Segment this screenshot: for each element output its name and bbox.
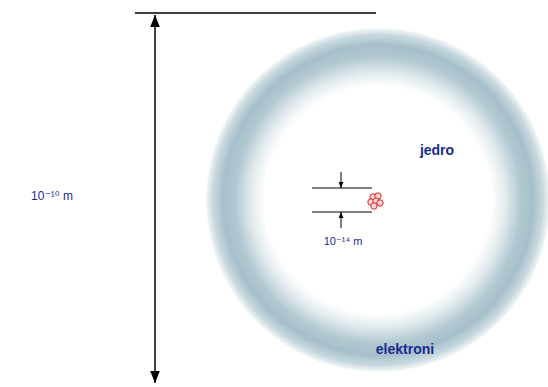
part-name: jedro xyxy=(420,142,454,158)
top-reference-line xyxy=(135,12,376,14)
dimension-label: 10⁻¹⁰ m xyxy=(31,189,73,203)
nucleus-reference-line xyxy=(312,188,372,189)
nucleus xyxy=(368,193,383,209)
nucleus-dimension-arrow xyxy=(341,212,342,228)
dimension-label: 10⁻¹⁴ m xyxy=(324,235,363,248)
dimension-arrow xyxy=(154,15,156,383)
electron-shell xyxy=(206,28,548,372)
nucleus-reference-line xyxy=(312,212,372,213)
part-name: elektroni xyxy=(376,341,434,357)
nucleus-dimension-arrow xyxy=(341,172,342,188)
